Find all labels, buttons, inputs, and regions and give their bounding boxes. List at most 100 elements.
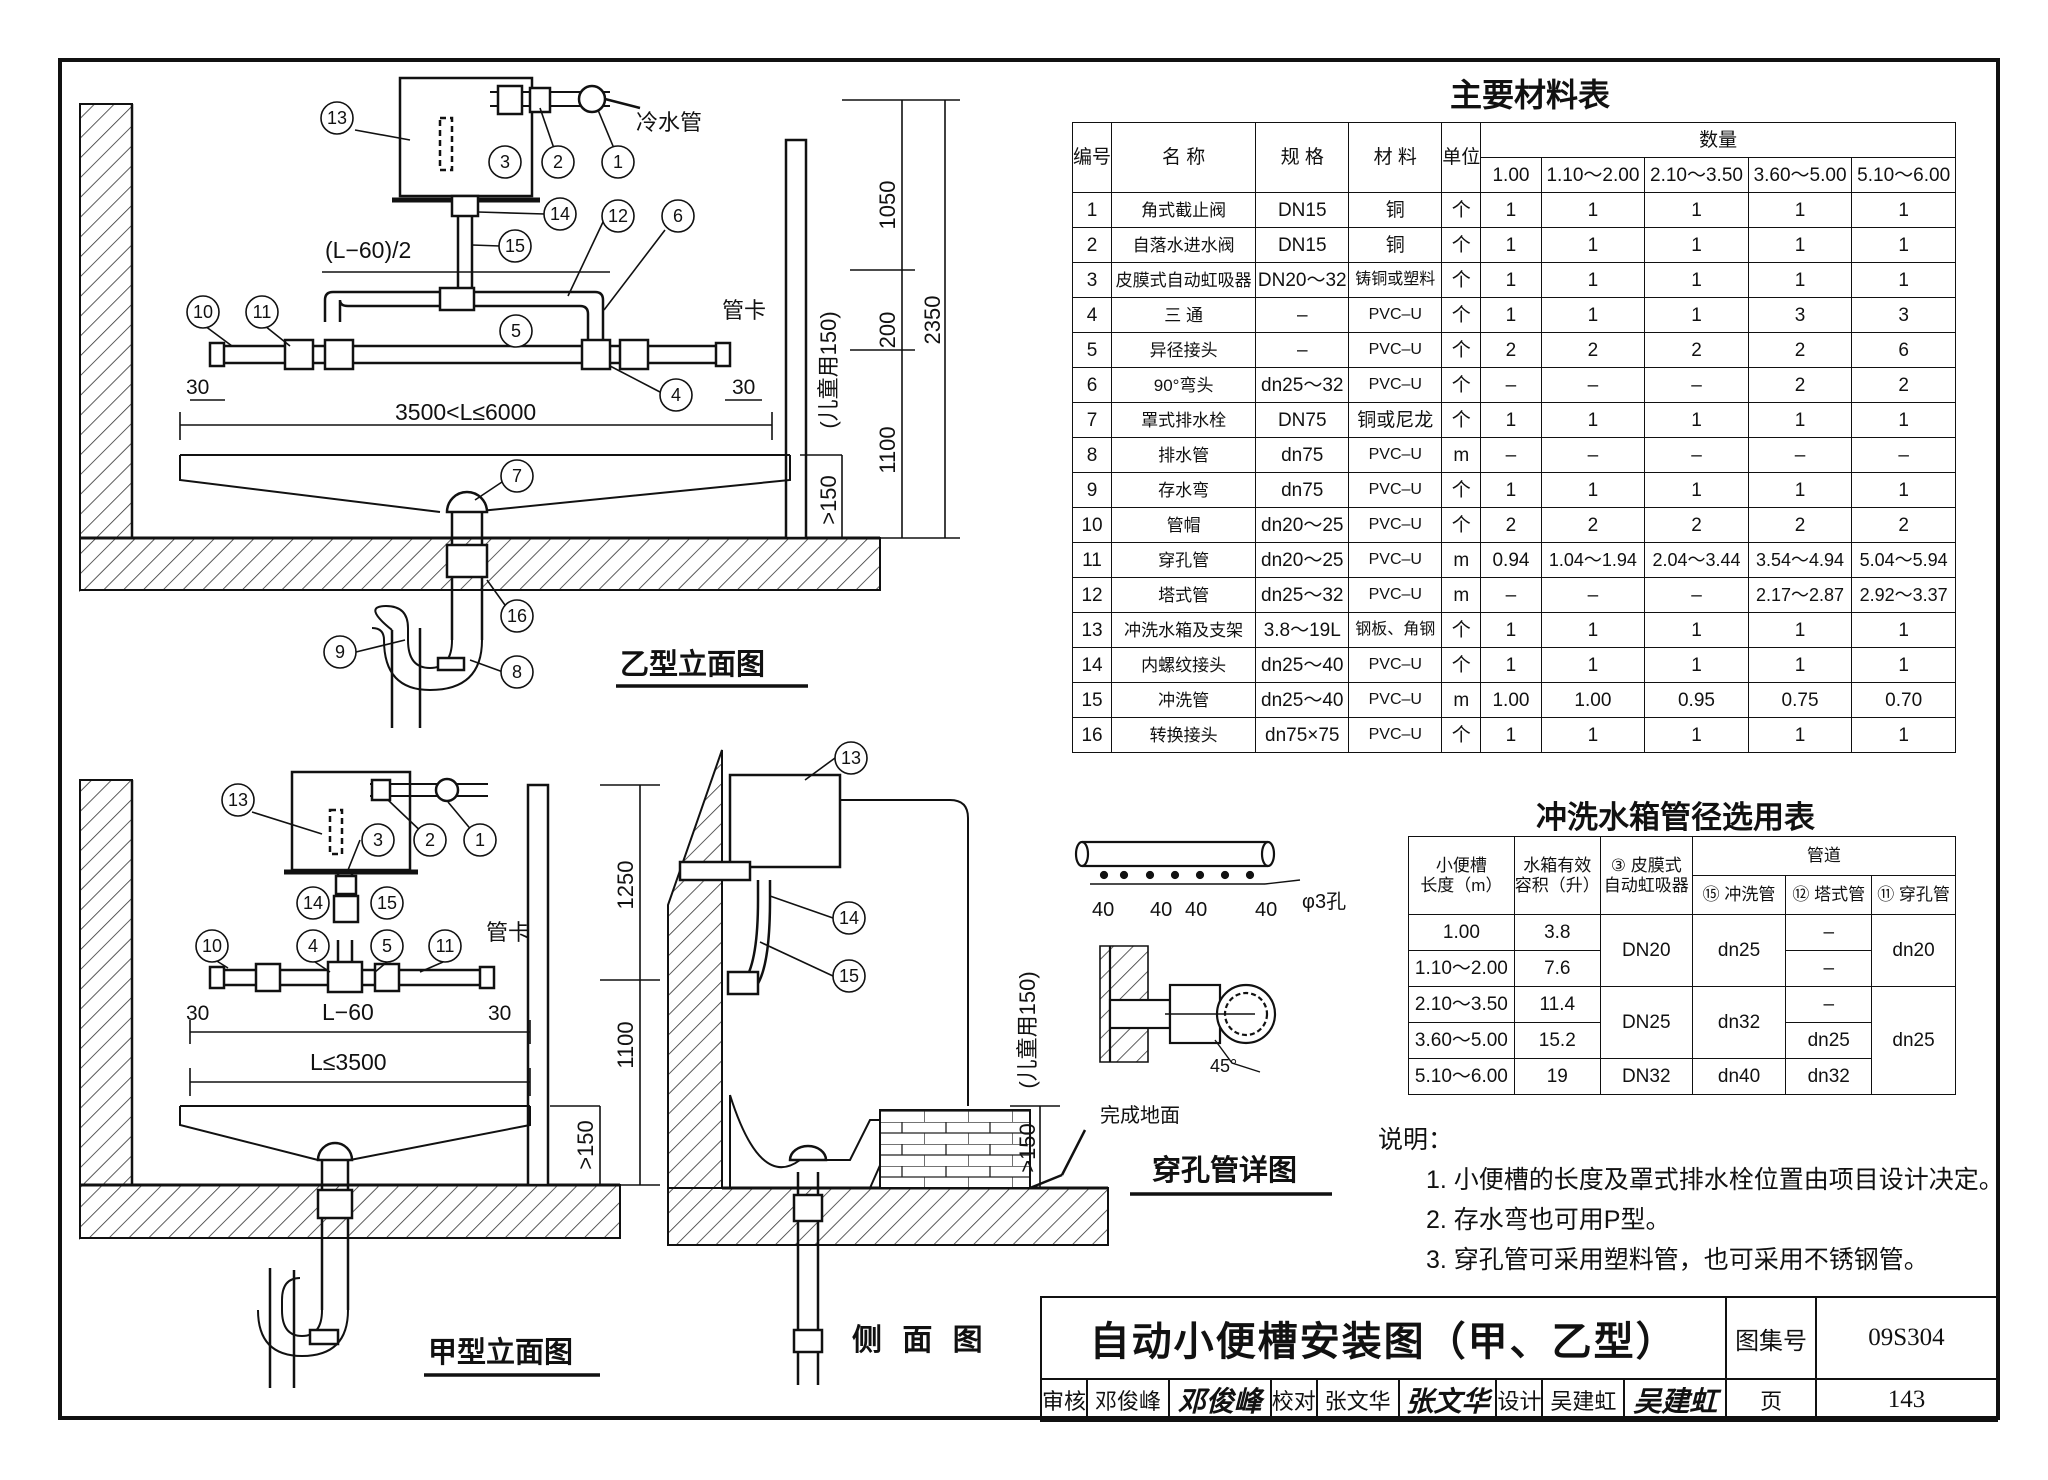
table-cell: PVC–U <box>1348 577 1443 613</box>
callout-14-yi <box>543 197 577 231</box>
callout-1-yi <box>601 145 635 179</box>
callout-10-jia <box>195 929 229 963</box>
table-cell: m <box>1441 682 1482 718</box>
svg-text:1250: 1250 <box>613 861 638 910</box>
notes-heading: 说明： <box>1378 1126 1454 1154</box>
review-label: 审核 <box>1039 1378 1089 1422</box>
table-cell: 存水弯 <box>1111 472 1257 508</box>
cell: – <box>1785 950 1873 987</box>
cell: 3.60～5.00 <box>1408 1022 1515 1059</box>
header-perforated-pipe: ⑪ 穿孔管 <box>1871 875 1956 915</box>
table-cell: 铜 <box>1348 227 1443 263</box>
table-cell: 90°弯头 <box>1111 367 1257 403</box>
svg-text:>150: >150 <box>816 475 841 525</box>
header-material: 材 料 <box>1348 122 1443 193</box>
sheet-border <box>58 58 2000 1420</box>
callout-12-yi <box>601 199 635 233</box>
callout-16-yi <box>500 599 534 633</box>
table-cell: DN75 <box>1255 402 1350 438</box>
table-cell: 1 <box>1071 192 1113 228</box>
table-cell: 1 <box>1851 472 1956 508</box>
table-cell: DN15 <box>1255 227 1350 263</box>
svg-text:40: 40 <box>1255 899 1277 921</box>
table-cell: PVC–U <box>1348 507 1443 543</box>
svg-text:3: 3 <box>373 830 383 850</box>
table-cell: 个 <box>1441 507 1482 543</box>
perforated-pipe-detail <box>1074 840 1301 1073</box>
table-cell: dn20～25 <box>1255 542 1350 578</box>
callout-4-jia <box>296 929 330 963</box>
header-length: 5.10～6.00 <box>1851 157 1956 193</box>
jia-title: 甲型立面图 <box>428 1335 573 1369</box>
svg-text:2350: 2350 <box>920 296 945 345</box>
table-cell: 2 <box>1851 507 1956 543</box>
table-cell: – <box>1255 332 1350 368</box>
table-cell: 个 <box>1441 332 1482 368</box>
table-cell: 5.04～5.94 <box>1851 542 1956 578</box>
table-cell: 1 <box>1747 472 1853 508</box>
table-cell: 2 <box>1644 507 1749 543</box>
cell: 2.10～3.50 <box>1408 986 1515 1023</box>
svg-text:40: 40 <box>1185 899 1207 921</box>
svg-text:15: 15 <box>505 236 525 256</box>
detail-title: 穿孔管详图 <box>1152 1153 1297 1187</box>
table-cell: 个 <box>1441 367 1482 403</box>
callout-14-jia <box>296 886 330 920</box>
side-title: 侧 面 图 <box>852 1324 989 1357</box>
table-cell: 3.54～4.94 <box>1747 542 1853 578</box>
table-cell: dn75 <box>1255 437 1350 473</box>
designer-name: 吴建虹 <box>1541 1378 1626 1422</box>
reviewer-signature: 邓俊峰 <box>1167 1378 1272 1422</box>
table-cell: 1 <box>1747 402 1853 438</box>
callout-15-yi <box>498 229 532 263</box>
table-cell: 穿孔管 <box>1111 542 1257 578</box>
table-cell: 1 <box>1540 227 1646 263</box>
table-cell: 1 <box>1480 262 1542 298</box>
cell: 7.6 <box>1513 950 1601 987</box>
table-cell: 1 <box>1747 717 1853 753</box>
table-cell: 1 <box>1747 192 1853 228</box>
cell: 1.10～2.00 <box>1408 950 1515 987</box>
cell: dn25 <box>1871 986 1956 1095</box>
cell: – <box>1785 914 1873 951</box>
callout-3-yi <box>488 145 522 179</box>
table-cell: 1.00 <box>1540 682 1646 718</box>
table-cell: 1 <box>1644 262 1749 298</box>
table-cell: – <box>1851 437 1956 473</box>
table-cell: 1 <box>1747 227 1853 263</box>
table-cell: 转换接头 <box>1111 717 1257 753</box>
svg-text:3: 3 <box>500 152 510 172</box>
table-cell: – <box>1747 437 1853 473</box>
table-cell: 1 <box>1644 612 1749 648</box>
table-cell: 10 <box>1071 507 1113 543</box>
cold-water-label: 冷水管 <box>636 110 702 135</box>
table-cell: 1 <box>1480 297 1542 333</box>
drawing-title: 自动小便槽安装图（甲、乙型） <box>1039 1296 1728 1380</box>
table-cell: dn75 <box>1255 472 1350 508</box>
cell: dn25 <box>1691 914 1787 987</box>
table-cell: 7 <box>1071 402 1113 438</box>
cell: – <box>1785 986 1873 1023</box>
table-cell: 13 <box>1071 612 1113 648</box>
header-length: 1.00 <box>1480 157 1542 193</box>
table-cell: 角式截止阀 <box>1111 192 1257 228</box>
table-cell: dn25～32 <box>1255 367 1350 403</box>
table-cell: 1 <box>1540 612 1646 648</box>
note-item: 3. 穿孔管可采用塑料管，也可采用不锈钢管。 <box>1426 1246 1929 1274</box>
table-cell: 1 <box>1747 612 1853 648</box>
table-cell: 3 <box>1851 297 1956 333</box>
svg-text:(儿童用150): (儿童用150) <box>1015 971 1040 1088</box>
jia-dimensions <box>189 784 660 1186</box>
header-length: 1.10～2.00 <box>1540 157 1646 193</box>
materials-title: 主要材料表 <box>1450 77 1611 113</box>
table-cell: 1 <box>1540 297 1646 333</box>
table-cell: 1 <box>1540 717 1646 753</box>
table-cell: – <box>1540 367 1646 403</box>
svg-text:4: 4 <box>308 936 318 956</box>
callout-5-yi <box>499 314 533 348</box>
table-cell: 1 <box>1644 647 1749 683</box>
